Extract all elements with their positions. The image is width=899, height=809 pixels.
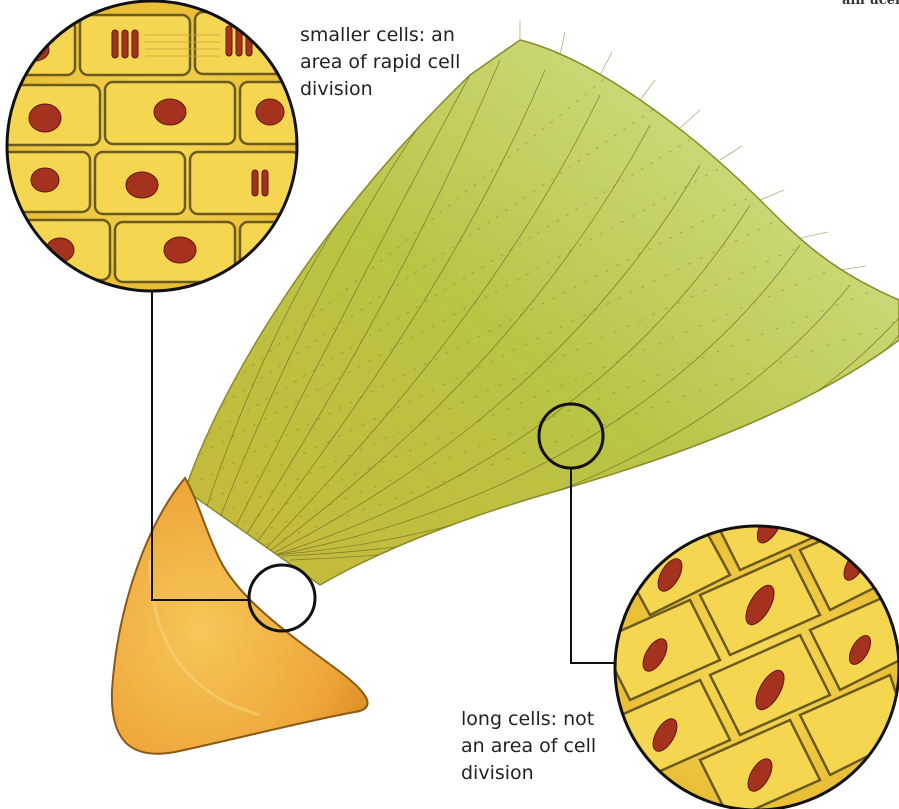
label-long-cells-line-2: an area of cell	[461, 733, 596, 760]
corner-text-fragment: ain ucemi	[842, 0, 899, 8]
magnifier-circle-icon	[249, 565, 315, 631]
leader-line-bottom	[571, 468, 616, 663]
label-small-cells-line-3: division	[300, 76, 460, 103]
label-long-cells-line-1: long cells: not	[461, 706, 596, 733]
zoom-small-cells	[0, 1, 310, 291]
label-long-cells: long cells: not an area of cell division	[461, 706, 596, 787]
label-small-cells: smaller cells: an area of rapid cell div…	[300, 22, 460, 103]
label-small-cells-line-1: smaller cells: an	[300, 22, 460, 49]
zoom-long-cells	[600, 430, 899, 809]
label-long-cells-line-3: division	[461, 760, 596, 787]
label-small-cells-line-2: area of rapid cell	[300, 49, 460, 76]
